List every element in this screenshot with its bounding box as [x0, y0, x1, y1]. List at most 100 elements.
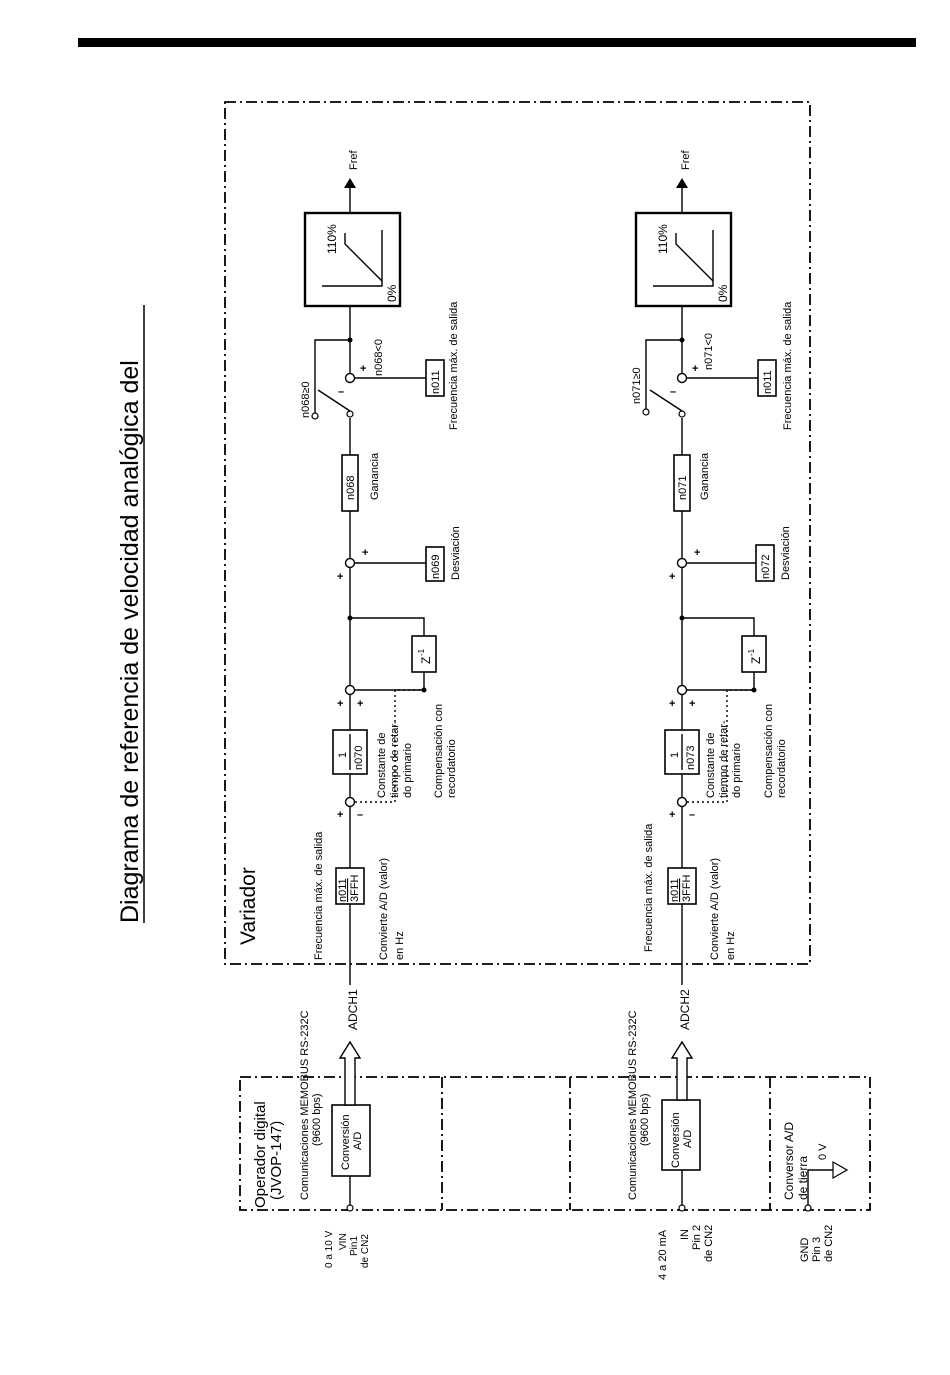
- ch2-fref-label: Fref: [680, 150, 692, 171]
- gnd-pin-label: GND: [799, 1238, 811, 1263]
- ch2-sum3-plus: +: [669, 571, 675, 583]
- ch1-switch-pivot: [346, 410, 354, 418]
- ch1-comm-label: Comunicaciones MEMOBUS RS-232C: [299, 1010, 311, 1200]
- ch1-sum1-minus: –: [357, 809, 363, 821]
- ch2-pin-name: IN: [679, 1229, 691, 1240]
- ch2-sum2-plus-2: +: [689, 698, 695, 710]
- ch1-fref-label: Fref: [348, 150, 360, 171]
- ch2-input-range: 4 a 20 mA: [657, 1229, 669, 1280]
- ch1-convierte-label: Convierte A/D (valor): [378, 858, 390, 960]
- conversor-label: Conversor A/D: [782, 1122, 796, 1200]
- ch1-limiter-curve: [344, 233, 383, 282]
- ch1-sum2-plus: +: [337, 698, 343, 710]
- ch2-filter-num: 1: [669, 752, 681, 758]
- page-title: Diagrama de referencia de velocidad anal…: [116, 360, 144, 923]
- ch2-switch-pivot: [678, 410, 686, 418]
- ch1-hz-conversion-box: [335, 867, 365, 905]
- ch1-ctr-label-2: tiempo de retar-: [389, 720, 401, 798]
- operator-model: (JVOP-147): [268, 1121, 285, 1200]
- ch1-fmax-box: [425, 359, 445, 397]
- ch2-sum4-minus: –: [670, 386, 676, 398]
- ch2-pin-conn: de CN2: [703, 1225, 715, 1262]
- variador-label: Variador: [237, 867, 260, 945]
- ch2-gain-label: Ganancia: [699, 452, 711, 500]
- ch1-sum-1: [344, 796, 356, 808]
- ch2-switch-lt: n071<0: [703, 333, 715, 370]
- ch2-sum3-plus-2: +: [694, 547, 700, 559]
- header-rule: [78, 38, 916, 47]
- ch2-delay-out: [682, 617, 755, 636]
- ch1-conv-param: n011: [337, 878, 349, 902]
- ch1-switch-arm: [317, 389, 351, 412]
- gnd-pin-num: Pin 3: [811, 1237, 823, 1262]
- ch1-pin-num: Pin1: [349, 1236, 360, 1256]
- ch1-comp-label: Compensación con: [433, 704, 445, 798]
- ch2-sum-4: [676, 372, 688, 384]
- gnd-pin-conn: de CN2: [823, 1225, 835, 1262]
- ch2-conversion-label: Conversión: [670, 1112, 682, 1168]
- ch1-delay-box: [411, 635, 437, 673]
- ground-symbol: [832, 1160, 849, 1180]
- channel-2: 4 a 20 mA IN Pin 2 de CN2 Conversión A/D…: [627, 150, 794, 1281]
- conversor-label-2: de tierra: [796, 1156, 810, 1200]
- ch2-limiter-curve: [675, 233, 714, 282]
- ch1-sum-3: [344, 557, 356, 569]
- ch2-sum-3: [676, 557, 688, 569]
- ch2-comp-label-2: recordatorio: [776, 739, 788, 798]
- ch1-switch-lt: n068<0: [373, 339, 385, 376]
- ch1-merge-node: [347, 337, 353, 343]
- ch2-convierte-label: Convierte A/D (valor): [709, 858, 721, 960]
- ch1-filter-param: n070: [353, 746, 365, 770]
- ch1-limit-110: 110%: [325, 224, 339, 254]
- ch2-switch-arm: [649, 389, 683, 412]
- ch1-switch-ge: n068≥0: [300, 381, 312, 418]
- ch2-comp-label: Compensación con: [763, 704, 775, 798]
- ch1-gain-label: Ganancia: [369, 452, 381, 500]
- ch1-fmax-param: n011: [430, 370, 442, 394]
- ch1-comm-arrow: [338, 1040, 362, 1106]
- ch2-hz-conversion-box: [667, 867, 697, 905]
- ch2-conv-param: n011: [669, 878, 681, 902]
- ch2-limiter-axes: [653, 230, 714, 287]
- ch1-conversion-ad: A/D: [352, 1132, 364, 1150]
- ch1-comp-label-2: recordatorio: [446, 739, 458, 798]
- ch2-limiter-box: [634, 211, 733, 308]
- ch2-ctr-label: Constante de: [705, 733, 717, 798]
- ch2-sum1-plus: +: [669, 809, 675, 821]
- ch1-fmax-label: Frecuencia máx. de salida: [448, 301, 460, 430]
- ch2-sum2-plus: +: [669, 698, 675, 710]
- ch2-comm-label: Comunicaciones MEMOBUS RS-232C: [627, 1010, 639, 1200]
- ch2-switch-pos-terminal: [642, 408, 650, 416]
- ch1-delay-out: [350, 617, 425, 636]
- ch2-merge-node: [679, 337, 685, 343]
- ch1-bias-label: Desviación: [450, 526, 462, 580]
- ch1-input-range: 0 a 10 V: [324, 1230, 335, 1268]
- ch2-sum4-plus: +: [692, 363, 698, 375]
- ch2-limit-110: 110%: [656, 224, 670, 254]
- ch1-conversion-label: Conversión: [340, 1114, 352, 1170]
- ch2-ad-conversion-box: [661, 1099, 701, 1171]
- ch2-fmax-label: Frecuencia máx. de salida: [782, 301, 794, 430]
- ch2-bypass-wire: [645, 339, 682, 409]
- ch2-bias-box: [755, 544, 775, 582]
- ch1-freq-label: Frecuencia máx. de salida: [313, 831, 325, 960]
- ch1-switch-pos-terminal: [311, 412, 319, 420]
- ch1-input-terminal: [346, 1204, 354, 1212]
- ch1-sum4-minus: –: [338, 386, 344, 398]
- ch2-conv-hex: 3FFH: [681, 874, 693, 902]
- ch1-limiter-box: [303, 211, 402, 308]
- ch2-conversion-ad: A/D: [682, 1130, 694, 1148]
- ch2-sum1-minus: –: [689, 809, 695, 821]
- ch1-limit-0: 0%: [385, 284, 399, 302]
- ch2-delay-exp: -1: [747, 648, 756, 656]
- zero-volt-label: 0 V: [817, 1143, 829, 1160]
- ch2-comm-arrow: [670, 1040, 694, 1101]
- ch2-delay-z: Z: [749, 657, 763, 664]
- ch1-sum2-plus-2: +: [357, 698, 363, 710]
- ch2-delay-box: [741, 635, 767, 673]
- ch2-convierte-unit: en Hz: [725, 931, 737, 960]
- ch1-comm-speed: (9600 bps): [311, 1093, 323, 1146]
- ch2-ctr-label-3: do primario: [731, 743, 743, 798]
- ch1-pin-conn: de CN2: [360, 1234, 371, 1268]
